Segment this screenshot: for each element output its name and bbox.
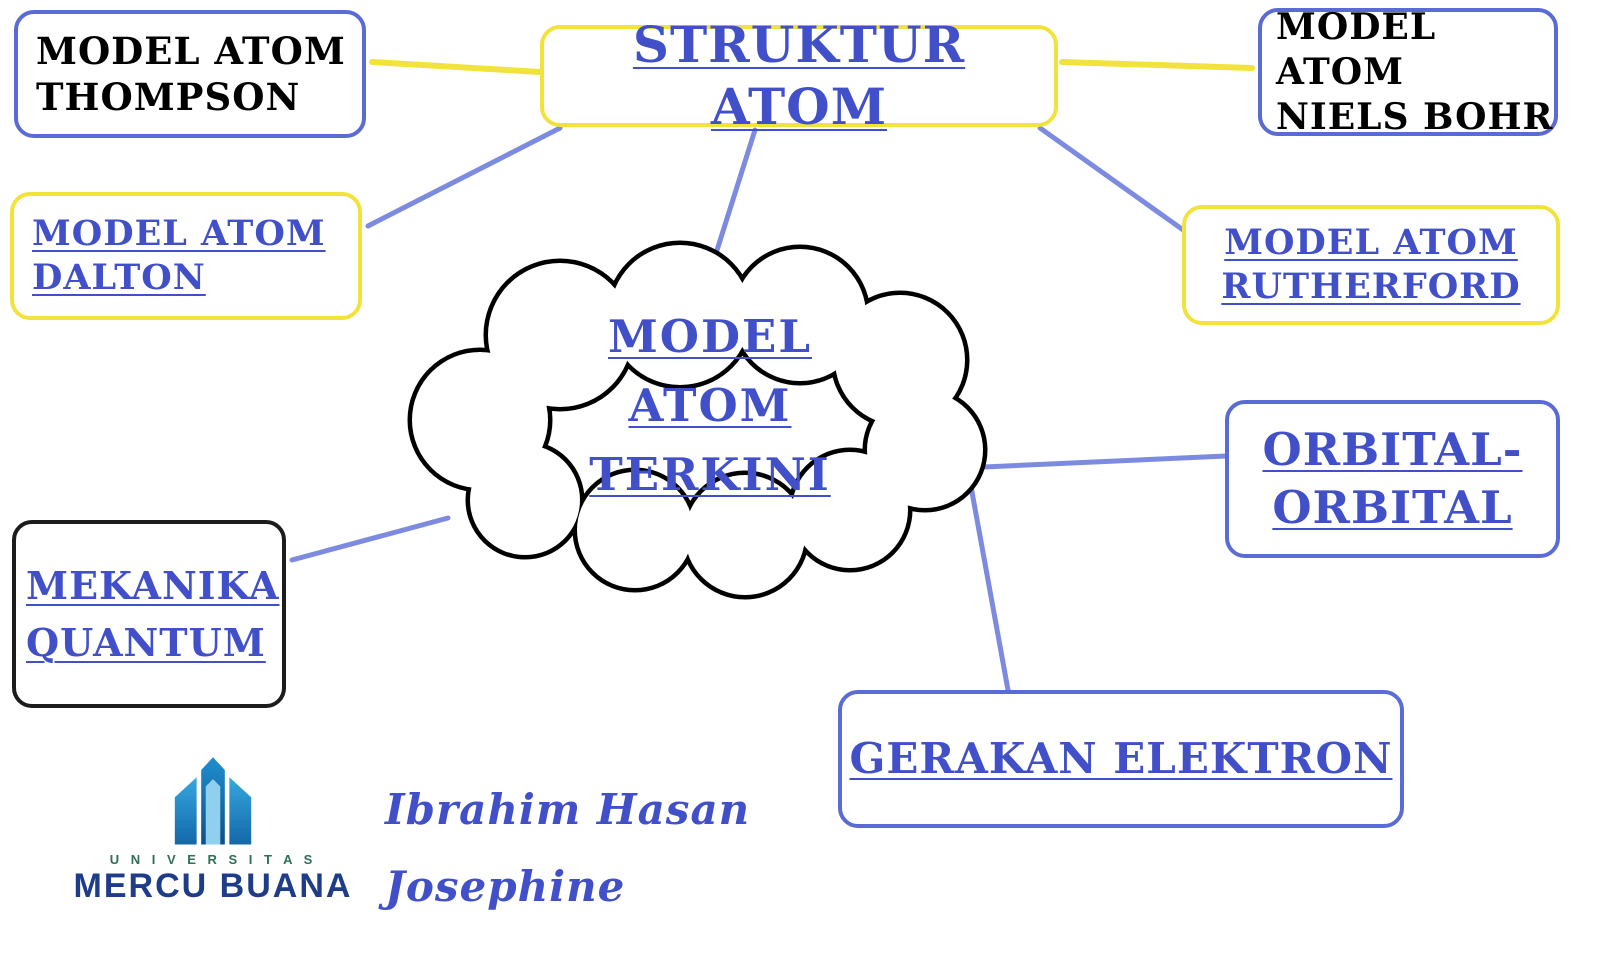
node-model-atom-niels-bohr: MODEL ATOM NIELS BOHR [1258, 5, 1558, 138]
mercu-buana-logo-icon [174, 757, 252, 845]
connector-struktur-dalton [365, 125, 563, 229]
node-line: MODEL ATOM [1276, 5, 1437, 93]
university-name: MERCU BUANA [73, 867, 353, 905]
node-model-atom-dalton: MODEL ATOM DALTON [10, 192, 362, 320]
connector-struktur-rutherford [1037, 125, 1189, 235]
cloud-label-model-atom-terkini: MODEL ATOM TERKINI [480, 302, 940, 509]
university-logo-block: U N I V E R S I T A S MERCU BUANA [48, 750, 378, 906]
node-model-atom-rutherford: MODEL ATOM RUTHERFORD [1182, 205, 1560, 325]
node-line: MODEL ATOM [32, 213, 326, 255]
node-orbital-orbital: ORBITAL- ORBITAL [1225, 400, 1560, 558]
cloud-line: MODEL [608, 310, 812, 363]
connector-struktur-thompson [369, 59, 543, 75]
node-gerakan-elektron: GERAKAN ELEKTRON [838, 690, 1404, 828]
connector-cloud-orbital [959, 453, 1229, 471]
connector-struktur-cloud [709, 127, 758, 269]
node-line: ORBITAL [1272, 481, 1513, 534]
node-line: GERAKAN ELEKTRON [849, 733, 1393, 783]
node-line: QUANTUM [26, 620, 266, 665]
cloud-shape [407, 240, 988, 600]
node-model-atom-thompson: MODEL ATOM THOMPSON [14, 10, 366, 138]
node-line: NIELS BOHR [1276, 95, 1554, 138]
university-label: U N I V E R S I T A S [109, 852, 317, 867]
cloud-line: ATOM [628, 379, 792, 432]
signature-line-2: Josephine [385, 862, 626, 911]
node-line: MEKANIKA [26, 563, 280, 608]
node-mekanika-quantum: MEKANIKA QUANTUM [12, 520, 286, 708]
connector-struktur-nielsbohr [1059, 59, 1255, 71]
node-line: ORBITAL- [1262, 422, 1523, 476]
node-line: DALTON [32, 257, 206, 298]
cloud-line: TERKINI [589, 448, 831, 501]
node-line: STRUKTUR ATOM [632, 14, 966, 137]
node-line: MODEL ATOM [36, 28, 346, 73]
signature-line-1: Ibrahim Hasan [385, 785, 751, 834]
connector-cloud-gerakan [965, 467, 1011, 693]
node-struktur-atom: STRUKTUR ATOM [540, 15, 1058, 136]
node-line: RUTHERFORD [1221, 266, 1521, 307]
node-line: THOMPSON [36, 75, 301, 119]
node-line: MODEL ATOM [1224, 222, 1518, 264]
connector-cloud-mekanika [289, 515, 451, 563]
